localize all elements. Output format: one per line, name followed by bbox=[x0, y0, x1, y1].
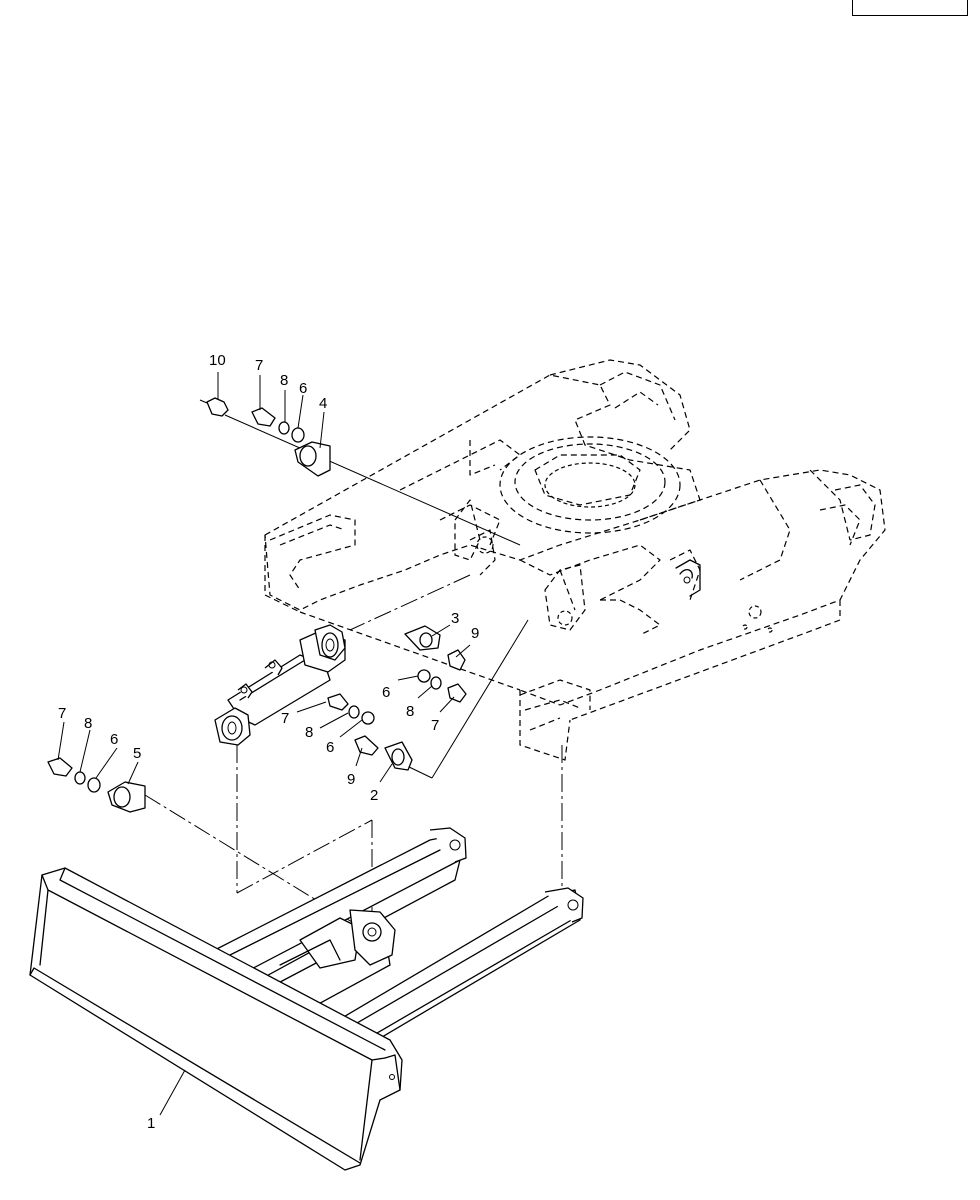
callout-6: 6 bbox=[299, 380, 307, 397]
washer-8-left bbox=[348, 705, 360, 719]
callout-7: 7 bbox=[281, 710, 289, 727]
page-reference-box bbox=[852, 0, 968, 16]
callout-8: 8 bbox=[280, 372, 288, 389]
collar-6-left bbox=[361, 711, 375, 725]
callout-5: 5 bbox=[133, 745, 141, 762]
callout-7: 7 bbox=[431, 717, 439, 734]
collar-6-top bbox=[291, 427, 305, 443]
callout-7: 7 bbox=[255, 357, 263, 374]
washer-8-top bbox=[278, 421, 290, 435]
leader-lines bbox=[57, 372, 471, 1116]
assembly-center-lines bbox=[144, 414, 563, 931]
washer-8-low bbox=[74, 771, 86, 785]
callout-6: 6 bbox=[110, 731, 118, 748]
callout-9: 9 bbox=[471, 625, 479, 642]
dozer-blade-assembly bbox=[29, 827, 584, 1171]
bolt-7-mid bbox=[447, 683, 467, 703]
callout-10: 10 bbox=[209, 352, 226, 369]
callout-2: 2 bbox=[370, 787, 378, 804]
callout-6: 6 bbox=[382, 684, 390, 701]
collar-6-mid bbox=[417, 669, 431, 683]
callout-3: 3 bbox=[451, 610, 459, 627]
grease-nipple-9-top bbox=[447, 649, 466, 671]
callout-8: 8 bbox=[305, 724, 313, 741]
callout-6: 6 bbox=[326, 739, 334, 756]
callout-7: 7 bbox=[58, 705, 66, 722]
undercarriage-frame bbox=[264, 359, 886, 761]
bolt-7-top bbox=[251, 407, 276, 427]
grease-nipple-9-bottom bbox=[354, 735, 379, 756]
washer-8-mid bbox=[430, 676, 442, 690]
callout-9: 9 bbox=[347, 771, 355, 788]
bolt-7-left bbox=[327, 693, 349, 711]
callout-8: 8 bbox=[84, 715, 92, 732]
collar-6-low bbox=[87, 777, 101, 793]
blade-cylinder bbox=[214, 624, 346, 746]
callout-4: 4 bbox=[319, 395, 327, 412]
callout-numbers: 10 7 8 6 4 3 9 6 8 7 7 8 6 9 2 7 8 6 5 1 bbox=[58, 352, 479, 1132]
grease-nipple-10 bbox=[206, 397, 229, 417]
bolt-7-low bbox=[47, 757, 73, 777]
hardware-parts bbox=[47, 397, 467, 813]
callout-8: 8 bbox=[406, 703, 414, 720]
callout-1: 1 bbox=[147, 1115, 155, 1132]
